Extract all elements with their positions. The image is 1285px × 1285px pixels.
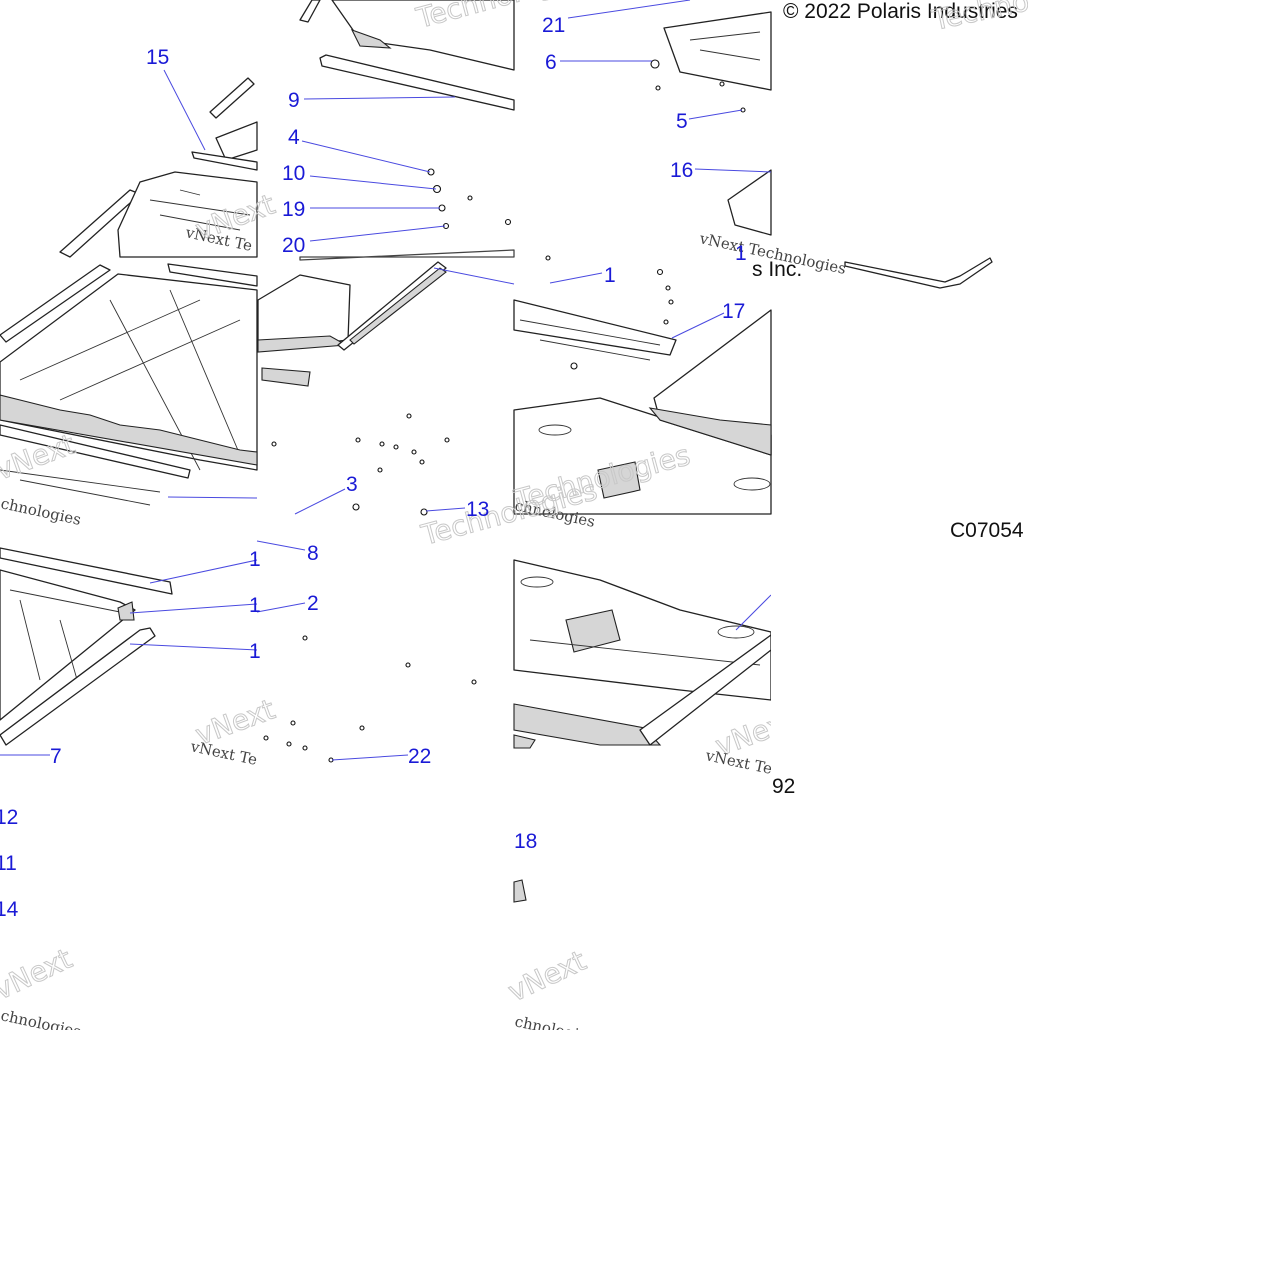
callout-1-fragment: 1: [735, 242, 747, 265]
blank-area: [771, 540, 1028, 770]
watermark-text: vNext: [503, 944, 591, 1008]
callout-6: 6: [545, 51, 557, 74]
watermark-text: vNext: [0, 942, 77, 1006]
callout-20: 20: [282, 234, 305, 257]
callout-9: 9: [288, 89, 300, 112]
callout-1-fragment: 1: [249, 548, 261, 571]
callout-7: 7: [50, 745, 62, 768]
copyright-notice: © 2022 Polaris Industries: [783, 0, 1018, 23]
callout-21: 21: [542, 14, 565, 37]
callout-1-fragment: 1: [249, 640, 261, 663]
callout-1-fragment: 1: [249, 594, 261, 617]
callout-22: 22: [408, 745, 431, 768]
leader-lines: [0, 0, 772, 761]
callout-13: 13: [466, 498, 489, 521]
tile-e: vNext: [0, 263, 258, 506]
tile-a: [59, 77, 258, 258]
tile-h: s Inc.: [752, 257, 993, 289]
blank-area: [1028, 0, 1285, 1285]
callout-2: 2: [307, 592, 319, 615]
callout-11: 11: [0, 852, 17, 875]
callout-12: 12: [0, 806, 18, 829]
tile-c: [650, 11, 772, 236]
callout-4: 4: [288, 126, 300, 149]
callout-1: 1: [604, 264, 616, 287]
tile-i: vNext: [0, 547, 280, 752]
figure-code: C07054: [950, 519, 1024, 542]
tile-f: [257, 261, 450, 516]
callout-14: 14: [0, 898, 19, 921]
tile-k: vNext vNext Te: [513, 559, 800, 778]
tile-g: Technologies: [510, 255, 772, 518]
callout-8: 8: [307, 542, 319, 565]
watermark-text: chnologies: [0, 494, 83, 529]
callout-5: 5: [676, 110, 688, 133]
callout-18: 18: [514, 830, 537, 853]
tile-l: vNext vNext chnologies chnologies: [0, 879, 597, 1047]
blank-area: [0, 1030, 1028, 1285]
callout-15: 15: [146, 46, 169, 69]
callout-3: 3: [346, 473, 358, 496]
figure-code-fragment: 92: [772, 775, 795, 798]
callout-17: 17: [722, 300, 745, 323]
figure-codes: C07054 92: [772, 519, 1024, 798]
callout-10: 10: [282, 162, 305, 185]
callouts: 21 6 5 16 15 9 4 10 19 20 1 17 3 13 8 2 …: [0, 14, 747, 921]
tile-b: [299, 0, 515, 261]
tile-j: [263, 635, 477, 763]
callout-16: 16: [670, 159, 693, 182]
callout-19: 19: [282, 198, 305, 221]
copyright-fragment: s Inc.: [752, 258, 802, 281]
